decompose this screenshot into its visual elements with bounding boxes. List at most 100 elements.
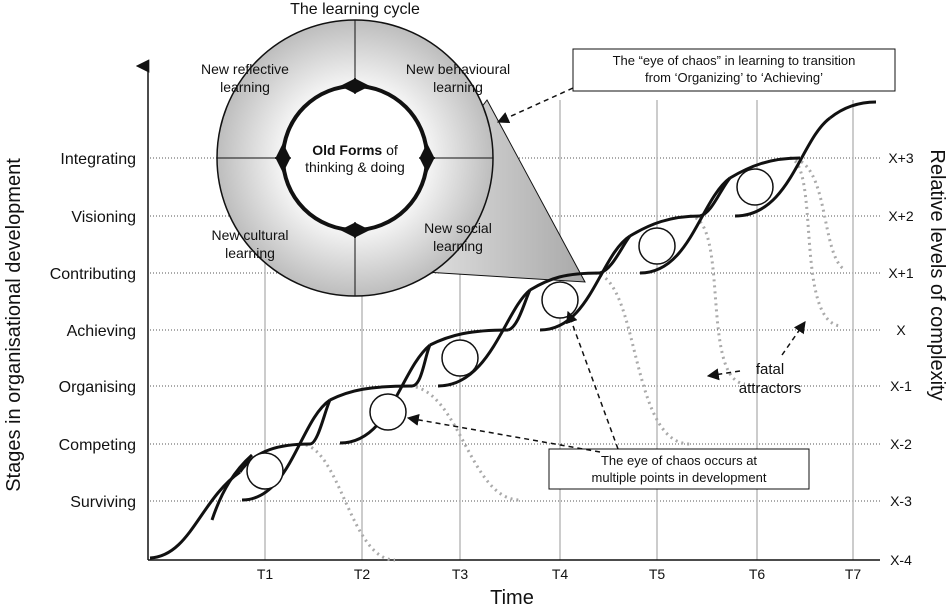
learning-cycle-title: The learning cycle — [290, 1, 420, 18]
eye-circle-4 — [541, 281, 579, 319]
quadrant-top-left-line2: learning — [220, 79, 270, 95]
curve-loop-4-bottom — [539, 234, 631, 332]
callout-eye-of-chaos-top: The “eye of chaos” in learning to transi… — [496, 48, 896, 124]
callout-top-line1: The “eye of chaos” in learning to transi… — [613, 53, 856, 68]
fatal-path-4 — [689, 214, 746, 386]
curve-loop-6-bottom — [734, 116, 831, 218]
curve-connector-b — [411, 344, 432, 388]
curve-loop-3-bottom — [437, 288, 531, 388]
learning-cycle: New reflective learning New behavioural … — [201, 19, 510, 297]
time-t5: T5 — [649, 566, 666, 582]
fatal-attractor-paths — [299, 156, 846, 562]
quadrant-bottom-right-line1: New social — [424, 220, 492, 236]
eye-circle-2 — [369, 393, 407, 431]
ring-arrow-right-top — [419, 143, 435, 159]
callout-multi-line2: multiple points in development — [592, 470, 767, 485]
curve-connector-a — [309, 399, 332, 446]
ring-arrow-left-bottom — [275, 157, 291, 173]
curve-loop-5-bottom — [639, 176, 731, 275]
level-x: X — [896, 322, 906, 338]
quadrant-top-right-line1: New behavioural — [406, 61, 510, 77]
ring-arrow-right-bottom — [419, 157, 435, 173]
eye-circle-6 — [736, 168, 774, 206]
callout-eye-of-chaos-multi: The eye of chaos occurs at multiple poin… — [406, 310, 810, 490]
eye-circle-3 — [441, 339, 479, 377]
fatal-arrow-left — [706, 368, 741, 381]
callout-top-box — [572, 48, 896, 92]
level-x-minus-4: X-4 — [890, 552, 912, 568]
fatal-path-6 — [789, 156, 846, 272]
axes — [135, 59, 880, 561]
level-x-minus-2: X-2 — [890, 436, 912, 452]
stage-organising: Organising — [59, 379, 136, 396]
ring-arrow-bottom-left — [340, 222, 356, 238]
ring-arrow-bottom-right — [354, 222, 370, 238]
curve-loop-5-top — [629, 214, 701, 238]
right-axis-title: Relative levels of complexity — [926, 149, 948, 400]
time-t2: T2 — [354, 566, 371, 582]
fatal-attractors-line2: attractors — [739, 380, 802, 397]
ring-arrow-top-right — [354, 78, 370, 94]
old-forms-ring — [281, 84, 429, 232]
old-forms-line1: Old Forms of — [312, 142, 398, 158]
curve-loop-1-back — [210, 453, 253, 521]
ring-arrow-top-left — [340, 78, 356, 94]
stage-contributing: Contributing — [50, 266, 136, 283]
stage-integrating: Integrating — [60, 151, 136, 168]
time-t4: T4 — [552, 566, 569, 582]
level-x-minus-3: X-3 — [890, 493, 912, 509]
callout-multi-box — [548, 448, 810, 490]
level-labels: X+3 X+2 X+1 X X-1 X-2 X-3 X-4 — [888, 150, 914, 568]
quadrant-bottom-left-line2: learning — [225, 245, 275, 261]
level-x-minus-1: X-1 — [890, 378, 912, 394]
eye-circle-5 — [638, 227, 676, 265]
x-axis-title: Time — [490, 587, 534, 609]
curve-loop-1-bottom — [241, 398, 331, 502]
curve-loop-4-top — [529, 271, 601, 292]
time-t7: T7 — [845, 566, 862, 582]
fatal-attractors-line1: fatal — [756, 361, 784, 378]
stage-competing: Competing — [59, 437, 136, 454]
curve-connector-d — [599, 235, 632, 275]
eye-circle-1 — [246, 452, 284, 490]
ring-arrow-left-top — [275, 143, 291, 159]
callout-multi-arrow-up — [566, 310, 619, 450]
stage-labels: Integrating Visioning Contributing Achie… — [50, 151, 136, 511]
fatal-path-2 — [409, 384, 521, 502]
callout-top-line2: from ‘Organizing’ to ‘Achieving’ — [645, 70, 823, 85]
callout-multi-line1: The eye of chaos occurs at — [601, 453, 757, 468]
quadrant-bottom-left-line1: New cultural — [211, 227, 288, 243]
fatal-attractors-callout: fatal attractors — [706, 321, 806, 397]
curve-connector-c — [507, 289, 532, 332]
time-t6: T6 — [749, 566, 766, 582]
time-t1: T1 — [257, 566, 274, 582]
old-forms-bold: Old Forms — [312, 142, 382, 158]
level-x-plus-1: X+1 — [888, 265, 914, 281]
curve-loop-6-top — [729, 156, 801, 180]
callout-top-arrow — [496, 87, 574, 124]
fatal-path-3 — [594, 271, 691, 446]
curve-loop-3-top — [429, 328, 509, 347]
time-t3: T3 — [452, 566, 469, 582]
stage-surviving: Surviving — [70, 494, 136, 511]
quadrant-bottom-right-line2: learning — [433, 238, 483, 254]
curve-top — [829, 100, 877, 120]
stage-visioning: Visioning — [71, 209, 136, 226]
fatal-path-5 — [789, 156, 841, 328]
fatal-arrow-up — [781, 321, 806, 356]
level-x-plus-2: X+2 — [888, 208, 914, 224]
stage-achieving: Achieving — [67, 323, 136, 340]
curve-loop-2-top — [329, 384, 413, 402]
callout-multi-arrow-left — [406, 413, 601, 453]
quadrant-top-left-line1: New reflective — [201, 61, 289, 77]
y-axis-title: Stages in organisational development — [3, 158, 25, 492]
fatal-path-1 — [299, 442, 396, 562]
time-labels: T1 T2 T3 T4 T5 T6 T7 — [257, 566, 862, 582]
curve-connector-e — [699, 177, 732, 218]
eye-of-chaos-circles — [246, 168, 774, 490]
old-forms-rest: of — [382, 142, 398, 158]
quadrant-top-right-line2: learning — [433, 79, 483, 95]
old-forms-line2: thinking & doing — [305, 159, 405, 175]
level-x-plus-3: X+3 — [888, 150, 914, 166]
